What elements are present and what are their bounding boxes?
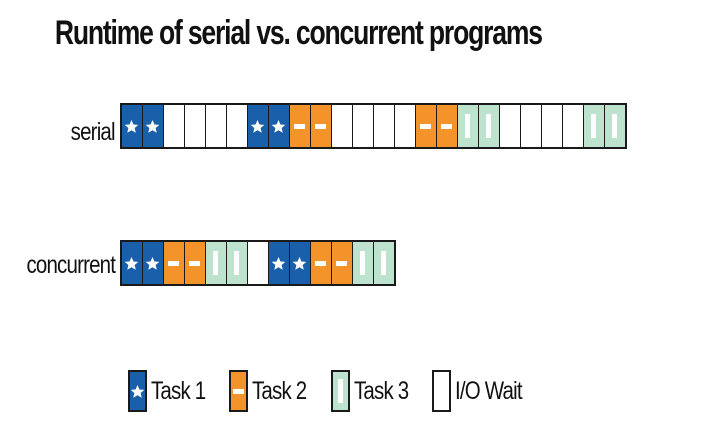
row-label-concurrent: concurrent bbox=[26, 251, 115, 279]
star-icon bbox=[124, 119, 139, 133]
dash-icon bbox=[294, 123, 306, 129]
segment-task1 bbox=[143, 242, 163, 284]
concurrent-bar bbox=[120, 240, 396, 286]
dash-icon bbox=[233, 388, 245, 394]
segment-task1 bbox=[143, 105, 163, 147]
segment-io-wait bbox=[248, 242, 268, 284]
legend-label-task1: Task 1 bbox=[151, 376, 206, 405]
segment-task1 bbox=[269, 105, 289, 147]
segment-task2 bbox=[311, 105, 331, 147]
legend: Task 1 Task 2 Task 3 I/O Wait bbox=[128, 370, 548, 412]
slot-icon bbox=[465, 114, 471, 138]
dash-icon bbox=[315, 260, 327, 266]
star-icon bbox=[292, 256, 307, 270]
segment-io-wait bbox=[542, 105, 562, 147]
legend-label-task3: Task 3 bbox=[353, 376, 409, 405]
star-icon bbox=[145, 256, 160, 270]
slot-icon bbox=[612, 114, 618, 138]
segment-task2 bbox=[290, 105, 310, 147]
dash-icon bbox=[441, 123, 453, 129]
legend-item-task1: Task 1 bbox=[128, 370, 217, 412]
legend-label-io-wait: I/O Wait bbox=[454, 376, 523, 405]
segment-task3 bbox=[206, 242, 226, 284]
segment-task3 bbox=[353, 242, 373, 284]
io-wait-swatch bbox=[431, 370, 451, 412]
task3-swatch bbox=[330, 370, 350, 412]
star-icon bbox=[124, 256, 139, 270]
slot-icon bbox=[213, 251, 219, 275]
star-icon bbox=[145, 119, 160, 133]
segment-io-wait bbox=[353, 105, 373, 147]
row-label-serial: serial bbox=[70, 118, 116, 146]
segment-io-wait bbox=[206, 105, 226, 147]
segment-task1 bbox=[290, 242, 310, 284]
segment-io-wait bbox=[500, 105, 520, 147]
segment-task1 bbox=[269, 242, 289, 284]
slot-icon bbox=[234, 251, 240, 275]
slot-icon bbox=[486, 114, 492, 138]
segment-task1 bbox=[122, 105, 142, 147]
slot-icon bbox=[591, 114, 597, 138]
diagram-title: Runtime of serial vs. concurrent program… bbox=[54, 14, 543, 52]
star-icon bbox=[271, 256, 286, 270]
dash-icon bbox=[168, 260, 180, 266]
task1-swatch bbox=[128, 370, 147, 412]
legend-label-task2: Task 2 bbox=[252, 376, 307, 405]
segment-io-wait bbox=[563, 105, 583, 147]
segment-task2 bbox=[185, 242, 205, 284]
segment-io-wait bbox=[521, 105, 541, 147]
segment-task3 bbox=[458, 105, 478, 147]
star-icon bbox=[250, 119, 265, 133]
segment-task2 bbox=[311, 242, 331, 284]
segment-io-wait bbox=[332, 105, 352, 147]
star-icon bbox=[271, 119, 286, 133]
segment-task1 bbox=[248, 105, 268, 147]
segment-task3 bbox=[584, 105, 604, 147]
segment-task3 bbox=[479, 105, 499, 147]
segment-io-wait bbox=[185, 105, 205, 147]
segment-io-wait bbox=[374, 105, 394, 147]
star-icon bbox=[130, 384, 145, 398]
segment-io-wait bbox=[395, 105, 415, 147]
segment-task3 bbox=[374, 242, 394, 284]
segment-task2 bbox=[437, 105, 457, 147]
segment-task2 bbox=[164, 242, 184, 284]
segment-task3 bbox=[605, 105, 625, 147]
legend-item-task2: Task 2 bbox=[229, 370, 318, 412]
legend-item-task3: Task 3 bbox=[330, 370, 420, 412]
dash-icon bbox=[420, 123, 432, 129]
slot-icon bbox=[360, 251, 366, 275]
segment-task3 bbox=[227, 242, 247, 284]
segment-task2 bbox=[332, 242, 352, 284]
segment-task2 bbox=[416, 105, 436, 147]
segment-io-wait bbox=[227, 105, 247, 147]
task2-swatch bbox=[229, 370, 249, 412]
dash-icon bbox=[189, 260, 201, 266]
legend-item-io-wait: I/O Wait bbox=[431, 370, 536, 412]
dash-icon bbox=[315, 123, 327, 129]
segment-task1 bbox=[122, 242, 142, 284]
slot-icon bbox=[381, 251, 387, 275]
dash-icon bbox=[336, 260, 348, 266]
segment-io-wait bbox=[164, 105, 184, 147]
slot-icon bbox=[337, 379, 343, 403]
serial-bar bbox=[120, 103, 627, 149]
